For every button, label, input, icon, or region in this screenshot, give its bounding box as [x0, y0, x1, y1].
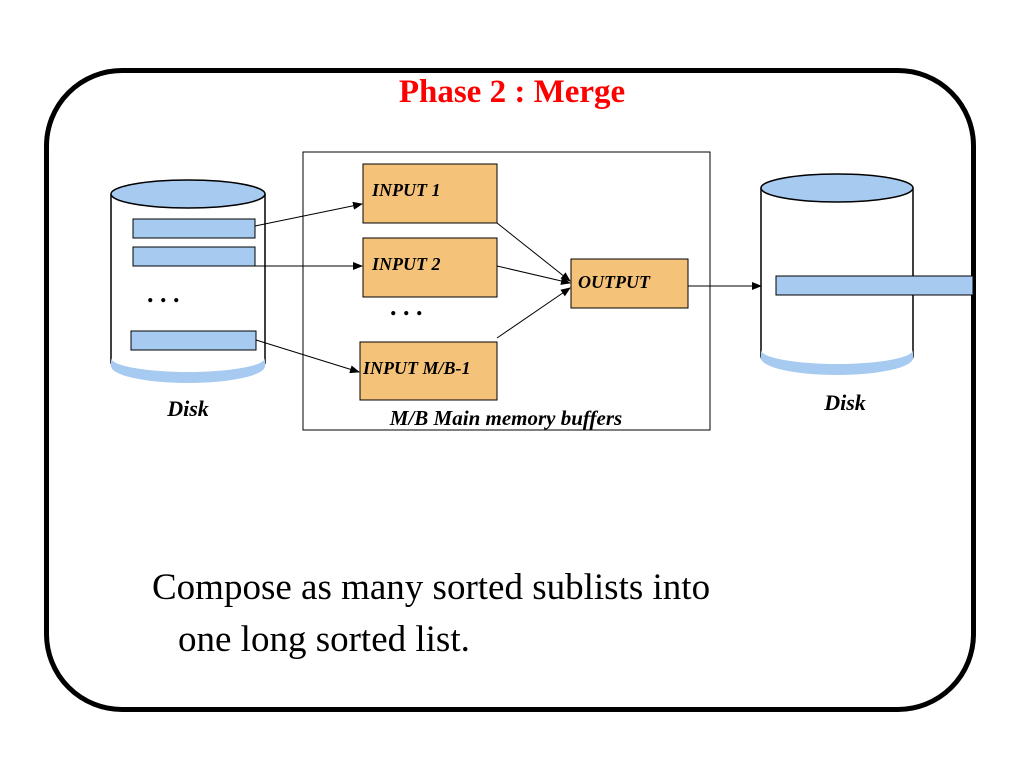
sorted-run-block	[132, 246, 256, 267]
input-buffer-2	[362, 237, 498, 298]
arrow-runk-to-inputlast	[255, 339, 360, 374]
arrow-input2-to-output	[496, 265, 571, 285]
left-disk-label: Disk	[166, 396, 209, 421]
sorted-run-block	[132, 218, 256, 239]
input-buffer-last	[359, 341, 498, 401]
input-buffer-last-label: INPUT M/B-1	[362, 358, 471, 378]
merged-run-block	[775, 275, 974, 296]
left-disk-ellipsis: . . .	[147, 279, 180, 308]
arrow-run1-to-input1	[254, 201, 363, 227]
left-disk: . . . Disk	[110, 179, 266, 421]
input-buffer-1	[362, 163, 498, 224]
caption-line-2: one long sorted list.	[178, 619, 470, 660]
arrow-input1-to-output	[496, 222, 571, 282]
arrow-inputlast-to-output	[496, 287, 571, 339]
slide-title: Phase 2 : Merge	[398, 74, 626, 110]
data-flow-arrows	[254, 201, 762, 374]
buffers-ellipsis: . . .	[390, 292, 423, 321]
memory-label: M/B Main memory buffers	[389, 406, 622, 430]
right-disk-label: Disk	[823, 390, 866, 415]
output-buffer-label: OUTPUT	[578, 272, 651, 292]
input-buffer-2-label: INPUT 2	[371, 254, 441, 274]
slide-frame	[44, 68, 976, 712]
slide-caption: Compose as many sorted sublists into one…	[152, 562, 912, 666]
main-memory-area: INPUT 1 INPUT 2 . . . INPUT M/B-1 OUTPUT…	[302, 151, 711, 431]
sorted-run-block	[130, 330, 257, 351]
output-buffer	[570, 258, 689, 309]
right-disk: Disk	[760, 173, 974, 415]
input-buffer-1-label: INPUT 1	[371, 180, 441, 200]
caption-line-1: Compose as many sorted sublists into	[152, 567, 711, 608]
